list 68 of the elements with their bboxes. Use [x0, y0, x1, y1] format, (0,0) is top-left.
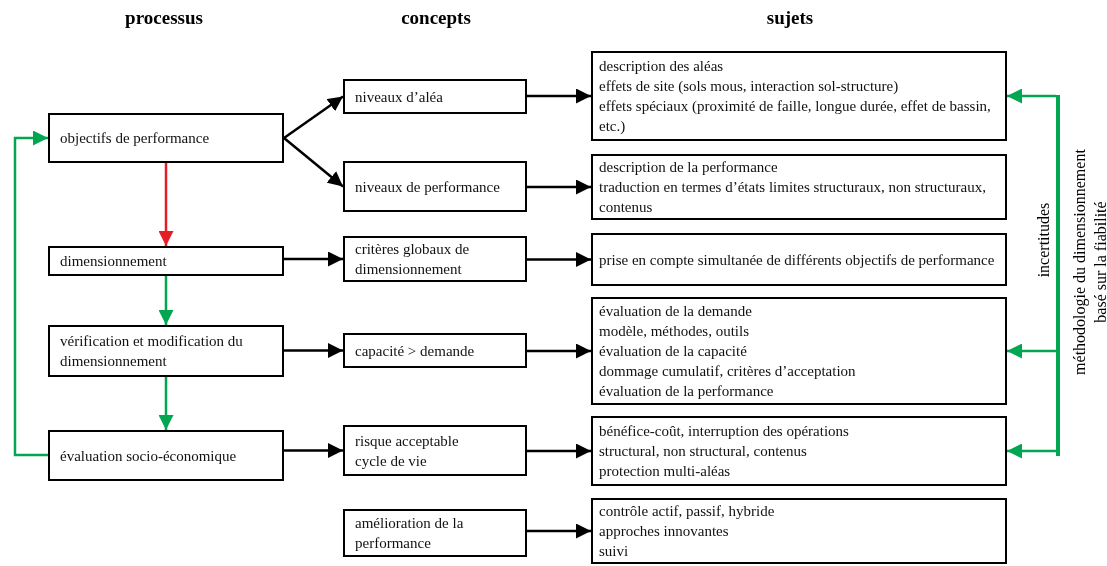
process-box: [48, 325, 284, 377]
box-text: effets de site (sols mous, interaction sol-structure): [599, 77, 900, 96]
process-box: [48, 430, 284, 481]
box-text: risque acceptable: [355, 431, 460, 451]
box-text: vérification et modification du dimensionnement: [60, 332, 244, 371]
bracket-bar: [1056, 95, 1060, 456]
arrow: [283, 137, 344, 188]
arrow: [1007, 443, 1056, 459]
process-box: [343, 79, 527, 114]
topic-box: [591, 416, 1007, 486]
box-text: critères globaux de dimensionnement: [355, 240, 471, 279]
arrow: [284, 343, 343, 358]
box-text: évaluation socio-économique: [60, 446, 238, 466]
arrow: [1007, 343, 1056, 359]
arrow: [527, 179, 591, 195]
arrow: [158, 276, 174, 325]
box-text: structural, non structural, contenus: [599, 442, 808, 461]
process-box: [343, 161, 527, 212]
process-box: [48, 246, 284, 276]
arrow: [1007, 88, 1056, 104]
process-box: [343, 425, 527, 476]
box-text: effets spéciaux (proximité de faille, longue durée, effet de bassin, etc.): [599, 97, 992, 136]
topic-box: [591, 233, 1007, 286]
box-text: traduction en termes d’états limites structuraux, non structuraux, contenus: [599, 178, 987, 217]
box-text: niveaux d’aléa: [355, 87, 444, 107]
arrow: [284, 251, 343, 267]
arrow: [13, 130, 48, 457]
vertical-note: incertitudes: [1033, 202, 1053, 278]
column-heading: processus: [125, 7, 203, 29]
arrow: [527, 252, 591, 267]
box-text: évaluation de la performance: [599, 382, 775, 401]
box-text: description de la performance: [599, 158, 779, 177]
process-box: [48, 113, 284, 163]
box-text: suivi: [599, 542, 630, 561]
box-text: modèle, méthodes, outils: [599, 322, 750, 341]
topic-box: [591, 498, 1007, 564]
column-heading: concepts: [401, 7, 471, 29]
arrow: [527, 88, 591, 104]
arrow: [158, 377, 174, 430]
column-heading: sujets: [766, 7, 814, 29]
arrow: [284, 443, 343, 458]
box-text: protection multi-aléas: [599, 462, 732, 481]
process-box: [343, 236, 527, 282]
arrow: [527, 343, 591, 359]
topic-box: [591, 154, 1007, 220]
arrow: [527, 523, 591, 539]
vertical-note: méthodologie du dimensionnement basé sur la fiabilité: [1070, 148, 1107, 377]
arrow: [158, 163, 174, 246]
box-text: prise en compte simultanée de différents objectifs de performance: [599, 250, 996, 270]
arrow: [283, 95, 344, 140]
box-text: niveaux de performance: [355, 177, 501, 197]
box-text: description des aléas: [599, 57, 725, 76]
box-text: capacité > demande: [355, 341, 476, 361]
box-text: évaluation de la demande: [599, 302, 753, 321]
box-text: amélioration de la performance: [355, 514, 465, 553]
box-text: contrôle actif, passif, hybride: [599, 502, 776, 521]
box-text: approches innovantes: [599, 522, 730, 541]
arrow: [527, 443, 591, 459]
topic-box: [591, 51, 1007, 141]
process-box: [343, 333, 527, 368]
box-text: bénéfice-coût, interruption des opérations: [599, 422, 850, 441]
process-box: [343, 509, 527, 557]
box-text: objectifs de performance: [60, 129, 211, 148]
box-text: dimensionnement: [60, 252, 168, 271]
box-text: dommage cumulatif, critères d’acceptation: [599, 362, 857, 381]
box-text: évaluation de la capacité: [599, 342, 748, 361]
box-text: cycle de vie: [355, 451, 428, 471]
topic-box: [591, 297, 1007, 405]
